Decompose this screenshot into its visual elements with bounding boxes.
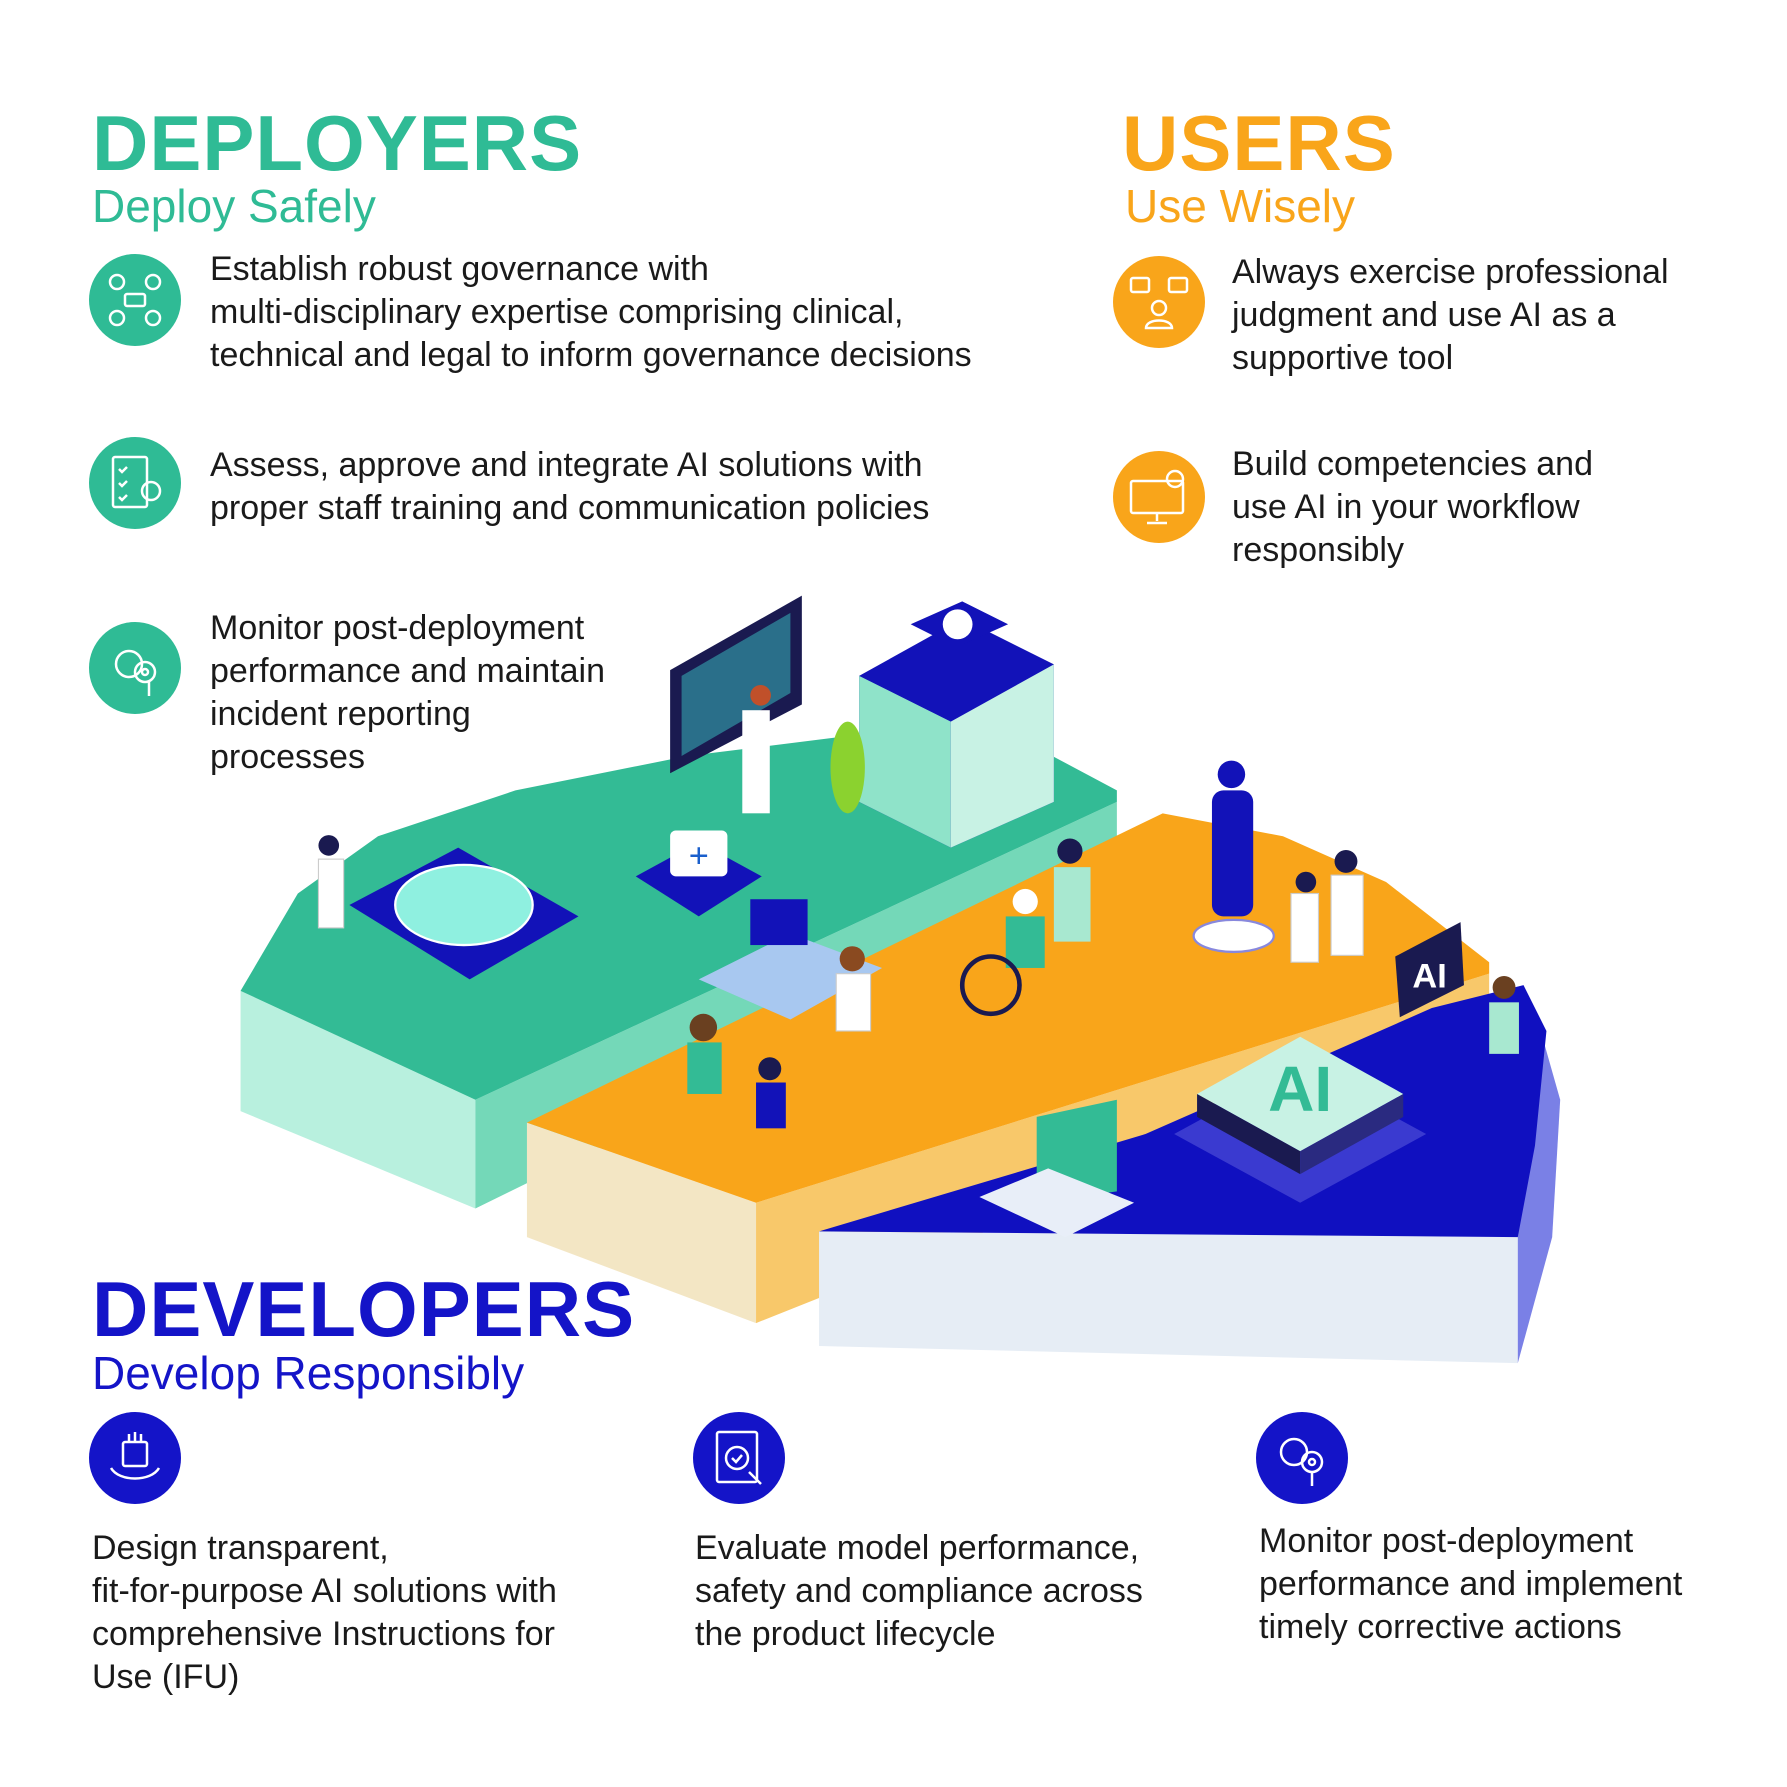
doctor-desk (698, 899, 883, 1020)
ai-chip-dome (349, 847, 579, 980)
team-network-icon (89, 254, 181, 346)
ai-monitor-label: AI (1412, 957, 1446, 995)
developers-item-2-text: Evaluate model performance, safety and c… (695, 1527, 1143, 1656)
first-aid-pedestal: + (635, 830, 762, 917)
ai-workstation-icon (1113, 451, 1205, 543)
person-decision-icon (1113, 256, 1205, 348)
developers-heading: DEVELOPERS (92, 1265, 636, 1353)
text-line: performance and maintain (210, 652, 606, 690)
text-line: judgment and use AI as a (1232, 296, 1616, 334)
ai-monitor: AI (1395, 922, 1464, 1018)
text-line: Assess, approve and integrate AI solutio… (210, 446, 923, 484)
text-line: Monitor post-deployment (1259, 1522, 1634, 1560)
users-subheading: Use Wisely (1125, 180, 1356, 232)
developers-item-1-text: Design transparent, fit-for-purpose AI s… (92, 1527, 557, 1699)
developers-platform (819, 985, 1561, 1364)
people-figures (317, 685, 1519, 1129)
text-line: technical and legal to inform governance… (210, 336, 972, 374)
gear-eye-monitor-icon (1256, 1412, 1348, 1504)
text-line: Always exercise professional (1232, 253, 1669, 291)
document-check-icon (693, 1412, 785, 1504)
text-line: comprehensive Instructions for (92, 1615, 555, 1653)
touchscreen-display (670, 595, 802, 814)
text-line: the product lifecycle (695, 1615, 996, 1653)
developers-item-3-text: Monitor post-deployment performance and … (1259, 1520, 1682, 1649)
ai-chip-hand-icon (89, 1412, 181, 1504)
users-heading: USERS (1122, 99, 1396, 187)
text-line: Evaluate model performance, (695, 1529, 1140, 1567)
deployers-heading: DEPLOYERS (92, 99, 583, 187)
users-item-1-text: Always exercise professional judgment an… (1232, 251, 1669, 380)
ai-chip-label: AI (1268, 1053, 1332, 1125)
text-line: Monitor post-deployment (210, 609, 585, 647)
text-line: timely corrective actions (1259, 1608, 1622, 1646)
text-line: fit-for-purpose AI solutions with (92, 1572, 557, 1610)
text-line: multi-disciplinary expertise comprising … (210, 293, 904, 331)
deployers-item-2-text: Assess, approve and integrate AI solutio… (210, 444, 929, 530)
text-line: use AI in your workflow (1232, 488, 1580, 526)
hospital-building (859, 601, 1054, 848)
text-line: processes (210, 738, 365, 776)
text-line: performance and implement (1259, 1565, 1683, 1603)
ai-chip-large: AI (1174, 1036, 1427, 1203)
checklist-gear-icon (89, 437, 181, 529)
text-line: proper staff training and communication … (210, 489, 930, 527)
users-item-2-text: Build competencies and use AI in your wo… (1232, 443, 1593, 572)
deployers-item-3-text: Monitor post-deployment performance and … (210, 607, 605, 779)
text-line: responsibly (1232, 531, 1404, 569)
svg-text:+: + (689, 837, 709, 875)
text-line: safety and compliance across (695, 1572, 1143, 1610)
monitor-eye-gear-icon (89, 622, 181, 714)
tree (830, 721, 865, 814)
text-line: incident reporting (210, 695, 471, 733)
text-line: Build competencies and (1232, 445, 1594, 483)
text-line: Design transparent, (92, 1529, 389, 1567)
text-line: supportive tool (1232, 339, 1454, 377)
deployers-subheading: Deploy Safely (92, 180, 376, 232)
laptop (979, 1099, 1135, 1238)
text-line: Use (IFU) (92, 1658, 240, 1696)
developers-subheading: Develop Responsibly (92, 1347, 525, 1399)
text-line: Establish robust governance with (210, 250, 709, 288)
deployers-item-1-text: Establish robust governance with multi-d… (210, 248, 972, 377)
